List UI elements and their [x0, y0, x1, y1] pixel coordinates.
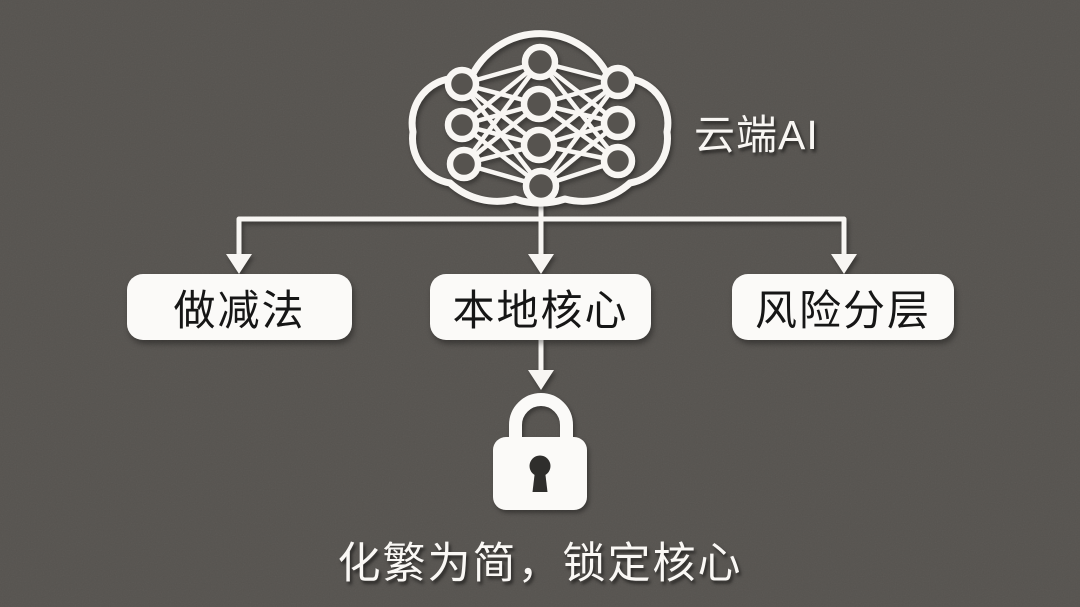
arrow-down-icon	[226, 254, 252, 274]
branch-box-reduce: 做减法	[127, 274, 352, 340]
arrow-down-icon	[528, 254, 554, 274]
branch-box-label: 本地核心	[452, 286, 629, 334]
cloud-label: 云端AI	[694, 112, 819, 158]
arrow-down-icon	[528, 370, 554, 390]
branch-box-risk-tiering: 风险分层	[732, 274, 954, 340]
branch-box-local-core: 本地核心	[430, 274, 651, 340]
neural-network-cloud-icon	[408, 30, 672, 207]
connector-tree	[236, 199, 847, 372]
padlock-icon	[493, 393, 587, 510]
branch-box-label: 做减法	[173, 286, 306, 334]
caption-text: 化繁为简，锁定核心	[337, 540, 743, 588]
keyhole	[529, 455, 551, 492]
branch-box-label: 风险分层	[754, 286, 931, 334]
arrow-down-icons	[226, 254, 857, 390]
arrow-down-icon	[831, 254, 857, 274]
